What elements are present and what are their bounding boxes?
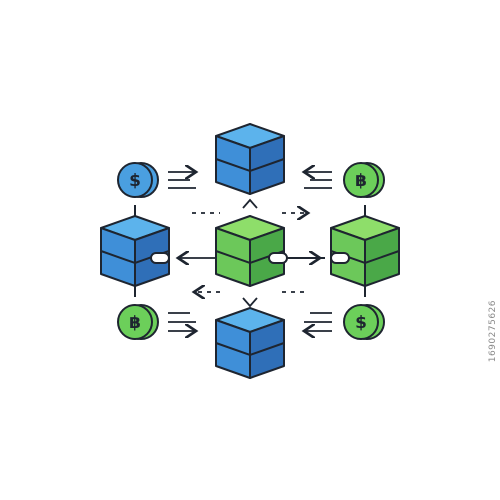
coin-bottom-left-face <box>117 304 153 340</box>
coin-bottom-right: $ <box>343 304 385 340</box>
chain-link-3 <box>330 252 350 264</box>
chain-link-2 <box>268 252 288 264</box>
coin-top-left-symbol: $ <box>129 171 141 191</box>
chain-links <box>150 252 350 264</box>
coin-top-right-symbol: ฿ <box>355 171 367 191</box>
coin-top-right-face <box>343 162 379 198</box>
block-bottom-band <box>215 342 285 357</box>
coin-bottom-right-face <box>343 304 379 340</box>
block-bottom <box>215 307 285 379</box>
chain-link-1 <box>150 252 170 264</box>
blocks <box>100 123 400 379</box>
coin-bottom-right-symbol: $ <box>355 313 367 333</box>
block-left <box>100 215 170 287</box>
block-center <box>215 215 285 287</box>
coin-top-left-face <box>117 162 153 198</box>
arrow-center-down <box>242 297 258 308</box>
coin-top-right: ฿ <box>343 162 385 198</box>
arrow-center-up <box>242 198 258 209</box>
coins: $฿฿$ <box>117 162 385 340</box>
coin-top-left: $ <box>117 162 159 198</box>
coin-bottom-left-symbol: ฿ <box>129 313 141 333</box>
coin-bottom-left: ฿ <box>117 304 159 340</box>
block-top <box>215 123 285 195</box>
block-top-band <box>215 158 285 173</box>
arrows <box>168 172 332 331</box>
stock-id-text: 1690275626 <box>488 300 498 363</box>
block-right <box>330 215 400 287</box>
